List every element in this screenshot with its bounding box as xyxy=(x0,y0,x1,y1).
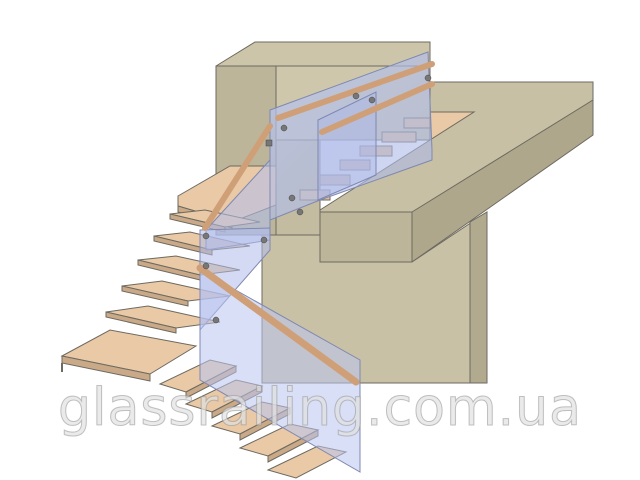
watermark-text: glassrailing.com.ua xyxy=(58,378,582,439)
handrails xyxy=(196,61,435,386)
glass-panels xyxy=(199,51,433,473)
glass-clamps xyxy=(202,74,432,324)
